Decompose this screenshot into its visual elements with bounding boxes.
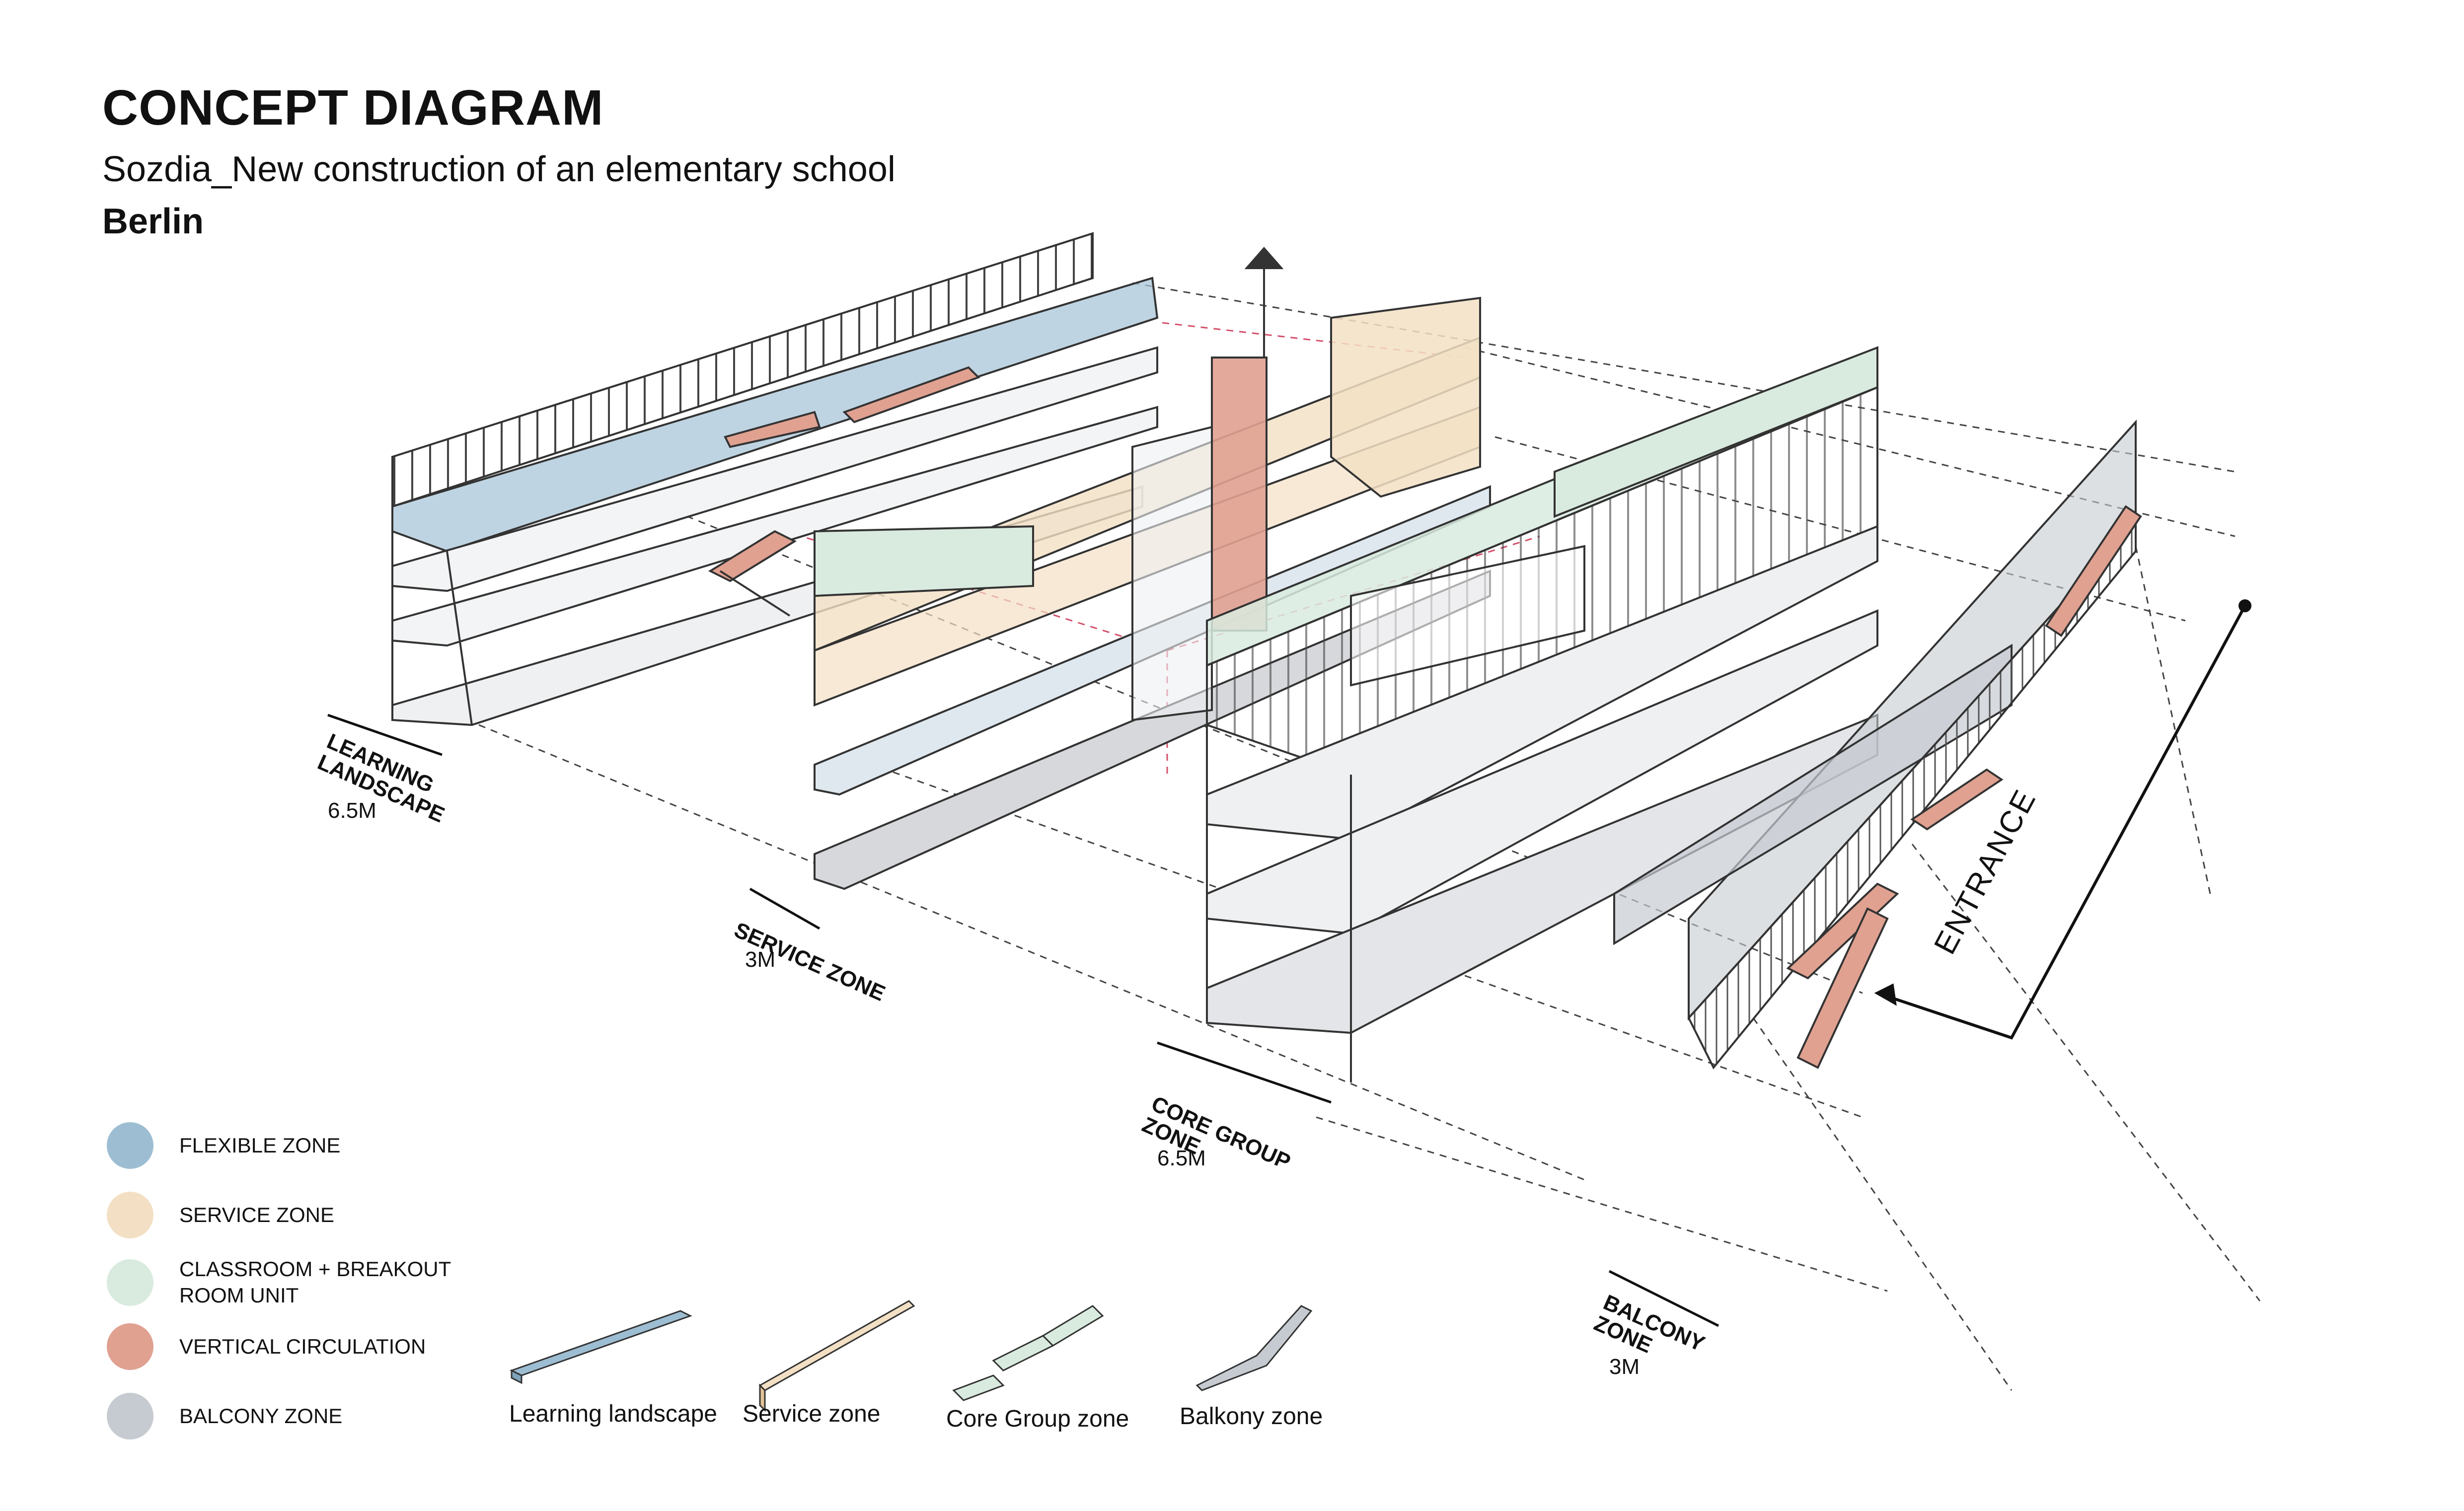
- module-label-balcony: Balkony zone: [1180, 1403, 1323, 1430]
- legend-item-service: SERVICE ZONE: [107, 1192, 554, 1238]
- page-title: CONCEPT DIAGRAM: [102, 80, 604, 136]
- legend-label-circulation: VERTICAL CIRCULATION: [179, 1334, 426, 1358]
- balcony-zone-block: [1613, 419, 2142, 1070]
- legend-label-flexible: FLEXIBLE ZONE: [179, 1133, 341, 1157]
- module-label-learning: Learning landscape: [509, 1401, 717, 1427]
- legend-label-balcony: BALCONY ZONE: [179, 1404, 343, 1428]
- learning-dimension: 6.5m: [328, 799, 376, 822]
- learning-dimension-text: 6.5m: [328, 798, 376, 823]
- legend-swatch-flexible: [107, 1122, 153, 1169]
- module-label-core: Core Group zone: [946, 1406, 1129, 1432]
- legend-item-classroom: CLASSROOM + BREAKOUT ROOM UNIT: [107, 1256, 554, 1308]
- entrance-arrow-icon: [1874, 599, 2251, 1040]
- page-subtitle: Sozdia_New construction of an elementary…: [102, 149, 896, 189]
- module-learning-icon: [510, 1310, 692, 1384]
- core-dimension: 6.5m: [1157, 1147, 1206, 1170]
- module-label-service: Service zone: [743, 1401, 881, 1427]
- legend-swatch-balcony: [107, 1393, 153, 1439]
- module-service-icon: [758, 1300, 915, 1412]
- core-dimension-text: 6.5m: [1157, 1146, 1206, 1170]
- service-dimension: 3m: [745, 948, 775, 971]
- module-core-icon: [952, 1305, 1104, 1401]
- legend-swatch-service: [107, 1192, 153, 1238]
- dimension-arrows: [327, 714, 1719, 1327]
- balcony-dimension-text: 3m: [1609, 1355, 1640, 1379]
- service-dimension-text: 3m: [745, 947, 776, 972]
- learning-landscape-block: [391, 232, 1159, 726]
- legend-item-circulation: VERTICAL CIRCULATION: [107, 1323, 554, 1370]
- balcony-dimension: 3m: [1609, 1355, 1640, 1379]
- legend-item-flexible: FLEXIBLE ZONE: [107, 1122, 554, 1169]
- legend-swatch-classroom: [107, 1259, 153, 1306]
- city-label: Berlin: [102, 202, 204, 241]
- core-group-block: [1206, 346, 1878, 1082]
- legend-swatch-circulation: [107, 1323, 153, 1370]
- module-balcony-icon: [1195, 1305, 1313, 1391]
- legend-label-classroom: CLASSROOM + BREAKOUT ROOM UNIT: [179, 1257, 451, 1307]
- legend-item-balcony: BALCONY ZONE: [107, 1393, 554, 1439]
- legend-label-service: SERVICE ZONE: [179, 1203, 334, 1226]
